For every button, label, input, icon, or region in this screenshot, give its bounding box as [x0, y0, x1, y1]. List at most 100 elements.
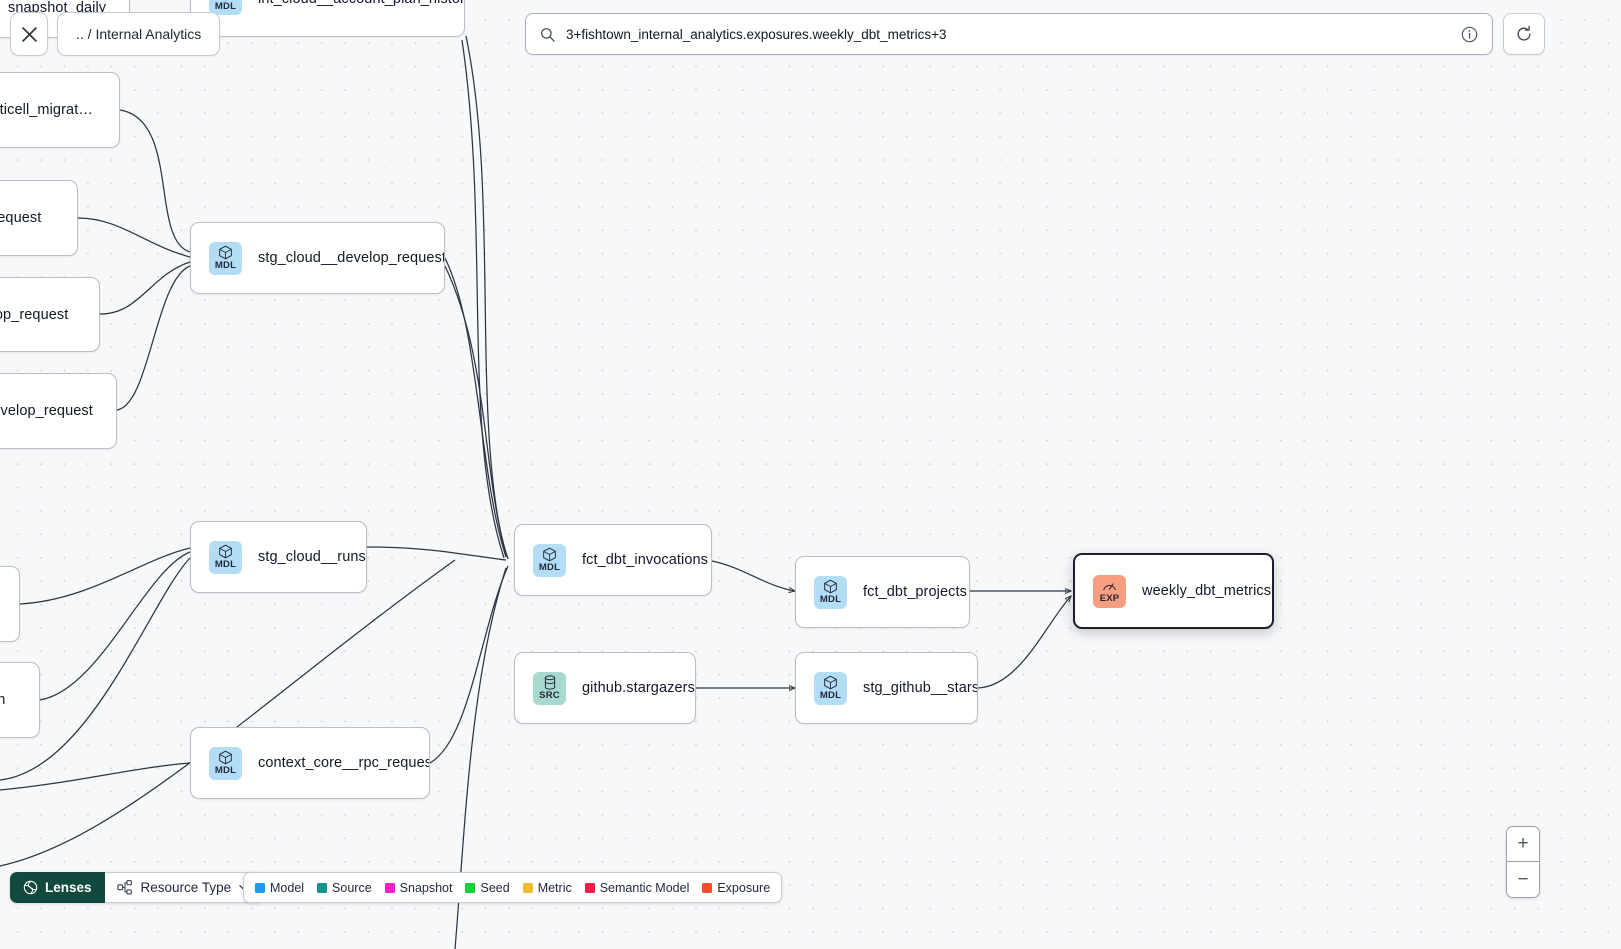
legend-item-seed[interactable]: Seed [465, 880, 510, 895]
zoom-in-button[interactable]: + [1507, 827, 1539, 862]
lenses-button[interactable]: Lenses [10, 872, 105, 903]
legend-item-model[interactable]: Model [255, 881, 304, 895]
node-label: multicell_migrat… [0, 102, 93, 118]
cube-icon [824, 579, 837, 594]
resource-type-icon [116, 880, 132, 895]
close-button[interactable] [10, 12, 48, 56]
legend-label: Source [332, 880, 372, 895]
graph-node-fct_dbt_projects[interactable]: MDL fct_dbt_projects [795, 556, 970, 628]
lens-aperture-icon [23, 880, 38, 895]
node-type-badge-text: MDL [819, 690, 842, 702]
graph-node-develop_request_a[interactable]: MDLp_request [0, 180, 78, 256]
search-input[interactable]: 3+fishtown_internal_analytics.exposures.… [525, 13, 1493, 55]
node-type-badge-mdl: MDL [814, 575, 847, 609]
legend-swatch-icon [384, 882, 395, 893]
node-label: stg_github__stars [863, 680, 978, 696]
breadcrumb-label: .. / Internal Analytics [76, 26, 202, 42]
breadcrumb[interactable]: .. / Internal Analytics [57, 12, 221, 56]
node-type-badge-exp: EXP [1093, 574, 1126, 608]
legend-label: Exposure [717, 880, 771, 895]
info-icon[interactable] [1461, 26, 1478, 43]
node-label: p_request [0, 210, 42, 226]
resource-type-label: Resource Type [140, 880, 232, 895]
resource-type-filter[interactable]: Resource Type [104, 872, 264, 903]
search-icon [541, 27, 555, 42]
lenses-label: Lenses [45, 880, 92, 895]
node-label: fct_dbt_projects [863, 584, 967, 600]
legend-label: Seed [480, 880, 510, 895]
graph-node-context_core_rpc_request[interactable]: MDL context_core__rpc_request [190, 727, 430, 799]
refresh-icon [1517, 25, 1531, 41]
node-type-badge-mdl: MDL [209, 241, 242, 275]
refresh-button[interactable] [1503, 13, 1545, 55]
legend-item-source[interactable]: Source [317, 881, 372, 895]
node-type-badge-text: MDL [214, 559, 237, 571]
node-label: velop_request [0, 306, 69, 323]
graph-node-github_stargazers[interactable]: SRC github.stargazers [514, 652, 696, 724]
node-label: github.stargazers [582, 680, 695, 696]
node-type-badge-mdl: MDL [209, 746, 242, 780]
node-type-badge-text: MDL [214, 260, 237, 272]
legend-swatch-icon [465, 882, 476, 893]
legend-label: Semantic Model [599, 880, 690, 895]
node-label: fct_dbt_invocations [582, 552, 709, 568]
cube-icon [824, 675, 837, 690]
graph-node-stg_cloud_runs[interactable]: MDL stg_cloud__runs [190, 521, 367, 593]
graph-node-fct_dbt_invocations[interactable]: MDL fct_dbt_invocations [514, 524, 712, 596]
node-type-badge-text: EXP [1099, 592, 1120, 604]
gauge-icon [1103, 583, 1116, 590]
zoom-in-label: + [1517, 833, 1529, 854]
legend-swatch-icon [255, 882, 265, 893]
legend-item-snapshot[interactable]: Snapshot [384, 880, 453, 895]
graph-node-weekly_dbt_metrics[interactable]: EXP weekly_dbt_metrics [1073, 553, 1274, 629]
legend-item-exposure[interactable]: Exposure [702, 881, 770, 895]
cube-icon [219, 544, 232, 559]
graph-node-int_cloud_acct_plan_hist[interactable]: MDL int_cloud__account_plan_history [190, 0, 465, 37]
node-type-badge-text: MDL [214, 765, 237, 777]
node-label: context_core__rpc_request [258, 755, 430, 771]
legend-swatch-icon [522, 882, 533, 893]
graph-node-develop_request_c[interactable]: MDL_develop_request [0, 373, 117, 449]
zoom-out-label: − [1517, 868, 1529, 890]
close-icon [21, 26, 37, 42]
legend-label: Metric [537, 880, 572, 895]
search-query-text[interactable]: 3+fishtown_internal_analytics.exposures.… [566, 26, 947, 42]
node-type-badge-mdl: MDL [814, 671, 847, 705]
lenses-toolbar: Lenses Resource Type [10, 872, 264, 903]
node-type-badge-mdl: MDL [533, 543, 566, 577]
graph-node-stg_github_stars[interactable]: MDL stg_github__stars [795, 652, 978, 724]
zoom-out-button[interactable]: − [1507, 862, 1539, 897]
legend-swatch-icon [702, 882, 713, 893]
node-label: _run [0, 692, 5, 708]
legend-swatch-icon [584, 882, 595, 893]
cube-icon [543, 547, 556, 562]
database-icon [544, 675, 555, 690]
cube-icon [219, 750, 232, 765]
node-type-badge-text: MDL [214, 0, 237, 12]
legend-swatch-icon [317, 882, 328, 893]
graph-node-stg_cloud_develop_requests[interactable]: MDL stg_cloud__develop_requests [190, 222, 445, 294]
graph-node-develop_request_b[interactable]: MDLvelop_request [0, 277, 100, 352]
cube-icon [219, 245, 232, 260]
legend-label: Model [270, 880, 305, 895]
node-type-badge-src: SRC [533, 671, 566, 705]
node-label: int_cloud__account_plan_history [258, 0, 464, 7]
graph-node-multicell_migration[interactable]: MDLmulticell_migrat… [0, 72, 120, 148]
node-type-badge-mdl: MDL [209, 0, 242, 15]
node-label: stg_cloud__runs [258, 549, 366, 565]
node-label: _develop_request [0, 403, 93, 419]
node-type-badge-text: SRC [539, 690, 560, 702]
node-label: stg_cloud__develop_requests [258, 250, 445, 266]
legend-item-metric[interactable]: Metric [522, 880, 572, 895]
node-type-badge-mdl: MDL [209, 540, 242, 574]
legend-item-semantic-model[interactable]: Semantic Model [584, 880, 690, 895]
graph-node-left_node_run[interactable]: MDL_run [0, 662, 40, 738]
resource-type-legend: Model Source Snapshot Seed Metric Semantic Mo… [243, 872, 783, 903]
legend-label: Snapshot [399, 880, 453, 895]
node-label: weekly_dbt_metrics [1142, 583, 1272, 599]
node-type-badge-text: MDL [538, 562, 561, 574]
node-type-badge-text: MDL [819, 594, 842, 606]
graph-node-left_node_n[interactable]: MDLn [0, 566, 20, 642]
